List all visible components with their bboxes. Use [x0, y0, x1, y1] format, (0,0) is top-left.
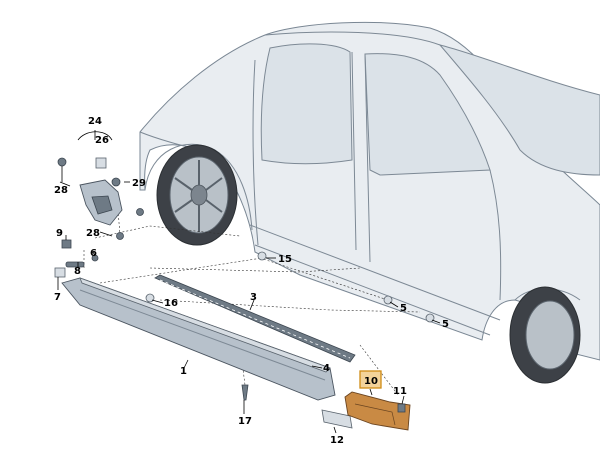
- callout-box-10: [359, 370, 382, 389]
- label-26: 26: [95, 135, 109, 146]
- callout-leaders: [57, 181, 441, 434]
- label-15: 15: [278, 254, 292, 265]
- rear-wheel: [509, 286, 581, 384]
- clip-26: [95, 157, 107, 169]
- screw-28-upper: [57, 157, 67, 167]
- label-29: 29: [132, 178, 146, 189]
- screw-17: [241, 384, 249, 401]
- label-28-lower: 28: [86, 228, 100, 239]
- front-door-window: [260, 43, 353, 165]
- rear-door-window: [364, 53, 491, 176]
- label-24: 24: [88, 116, 102, 127]
- bracket-assembly-24: [57, 130, 144, 240]
- clip-15: [257, 251, 267, 261]
- left-small-parts: [54, 239, 435, 401]
- label-6: 6: [90, 248, 97, 259]
- label-5-upper: 5: [400, 303, 407, 314]
- cover-12: [321, 409, 353, 429]
- sill-panel-1: [61, 277, 336, 401]
- label-12: 12: [330, 435, 344, 446]
- label-28-upper: 28: [54, 185, 68, 196]
- label-1: 1: [180, 366, 187, 377]
- clip-11: [397, 403, 406, 413]
- highlighted-part-10: [344, 370, 411, 431]
- sill-trim-3: [154, 274, 356, 363]
- label-10: 10: [364, 376, 378, 387]
- clip-5-lower: [425, 313, 435, 323]
- nut-29: [111, 177, 121, 187]
- screw-28-lower: [116, 232, 124, 240]
- label-4: 4: [323, 363, 330, 374]
- clip-7: [54, 267, 66, 278]
- label-5-lower: 5: [442, 319, 449, 330]
- label-9: 9: [56, 228, 63, 239]
- car-body: [139, 21, 600, 361]
- label-3: 3: [250, 292, 257, 303]
- clip-6: [91, 254, 99, 262]
- label-16: 16: [164, 298, 178, 309]
- label-8: 8: [74, 266, 81, 277]
- label-7: 7: [54, 292, 61, 303]
- label-11: 11: [393, 386, 407, 397]
- front-wheel: [156, 144, 238, 246]
- callout-labels: 24 26 28 29 28 9 8 6 7 15 3 16 1 4 5 5 1…: [54, 116, 449, 446]
- label-17: 17: [238, 416, 252, 427]
- screw-16: [145, 293, 155, 303]
- strip-8: [65, 261, 85, 268]
- clip-9: [61, 239, 72, 249]
